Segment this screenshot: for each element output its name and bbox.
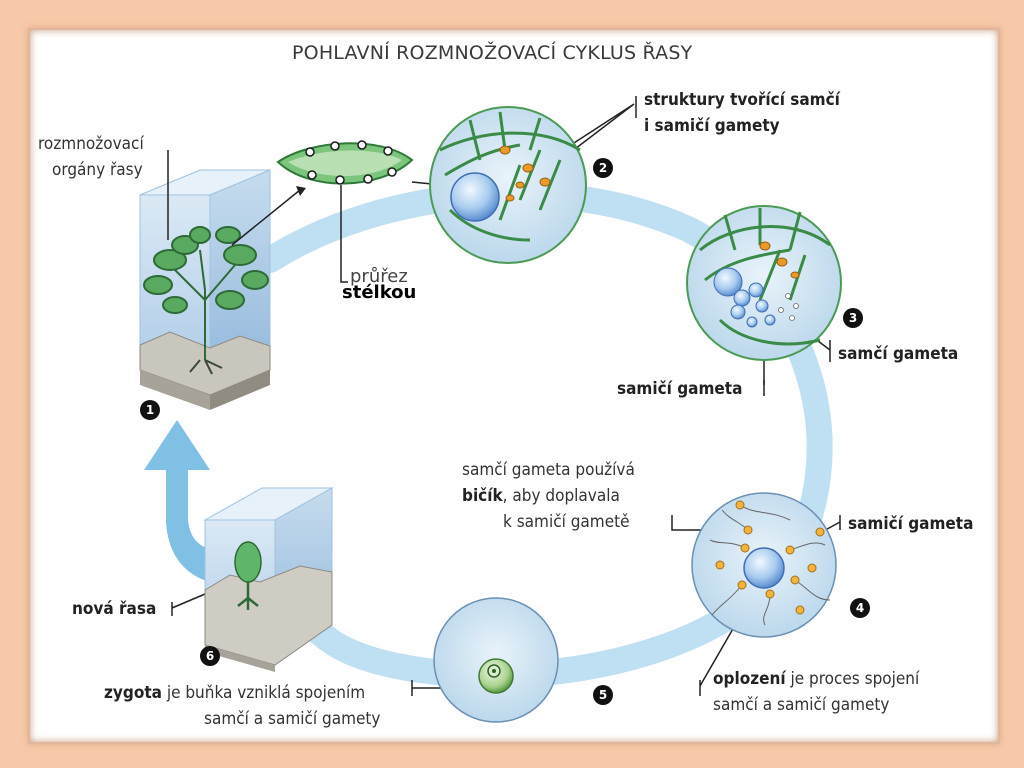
label-fertilization-1: oplození je proces spojení [713, 667, 919, 691]
label-female-gamete: samičí gameta [617, 379, 743, 399]
step-number-5: 5 [593, 685, 613, 705]
circle-zygote [433, 597, 559, 723]
cube-alga [139, 169, 271, 410]
label-cross-section-1: průřez [350, 266, 408, 287]
label-fertilization-2: samčí a samičí gamety [713, 695, 890, 715]
step-number-3: 3 [843, 308, 863, 328]
thallus-cross-section [276, 140, 414, 185]
diagram-title: POHLAVNÍ ROZMNOŽOVACÍ CYKLUS ŘASY [292, 42, 693, 64]
step-number-4: 4 [850, 598, 870, 618]
label-flagellum-1: samčí gameta používá [462, 460, 635, 480]
label-fertilization-rest: je proces spojení [785, 669, 920, 689]
step-number-6: 6 [200, 646, 220, 666]
step-number-1: 1 [140, 400, 160, 420]
label-new-alga: nová řasa [72, 599, 157, 619]
label-flagellum-rest: , aby doplavala [502, 486, 620, 506]
label-structures-2: i samičí gamety [644, 116, 780, 136]
label-structures-1: struktury tvořící samčí [644, 90, 840, 110]
label-organs-1: rozmnožovací [38, 134, 144, 154]
circle-fertilization [691, 492, 837, 638]
return-arrow [144, 420, 232, 586]
label-zygote-2: samčí a samičí gamety [204, 709, 381, 729]
label-flagellum-2: bičík, aby doplavala [462, 484, 620, 508]
label-zygote-rest: je buňka vzniklá spojením [161, 683, 366, 703]
label-female-gamete-4: samičí gameta [848, 514, 974, 534]
label-fertilization-bold: oplození [713, 669, 786, 689]
label-zygote-bold: zygota [104, 683, 162, 703]
label-flagellum-bold: bičík [462, 486, 503, 506]
circle-gametes-release [686, 205, 842, 361]
circle-structures [429, 106, 587, 264]
label-male-gamete: samčí gameta [838, 344, 959, 364]
label-organs-2: orgány řasy [52, 160, 143, 180]
cube-new-alga [203, 487, 334, 672]
label-cross-section-2: stélkou [342, 282, 417, 303]
step-number-2: 2 [593, 158, 613, 178]
label-zygote-1: zygota je buňka vzniklá spojením [104, 681, 365, 705]
label-flagellum-3: k samičí gametě [503, 512, 630, 532]
